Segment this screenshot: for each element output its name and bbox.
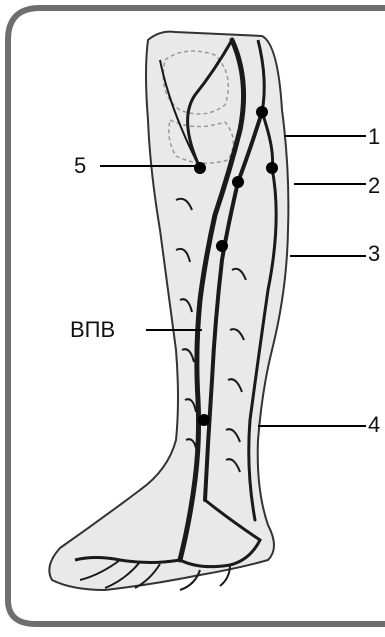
marker-upper-gsv-dot (232, 176, 244, 188)
marker-mid-gsv-dot (216, 240, 228, 252)
marker-lower-gsv-dot (198, 414, 210, 426)
label-2: 2 (368, 175, 380, 197)
label-great-saphenous-vein: ВПВ (70, 319, 115, 341)
label-3: 3 (368, 243, 380, 265)
label-5: 5 (74, 155, 86, 177)
marker-2-dot (266, 162, 278, 174)
label-4: 4 (368, 414, 380, 436)
label-1: 1 (368, 126, 380, 148)
marker-5-dot (194, 162, 206, 174)
marker-1-dot (256, 106, 268, 118)
